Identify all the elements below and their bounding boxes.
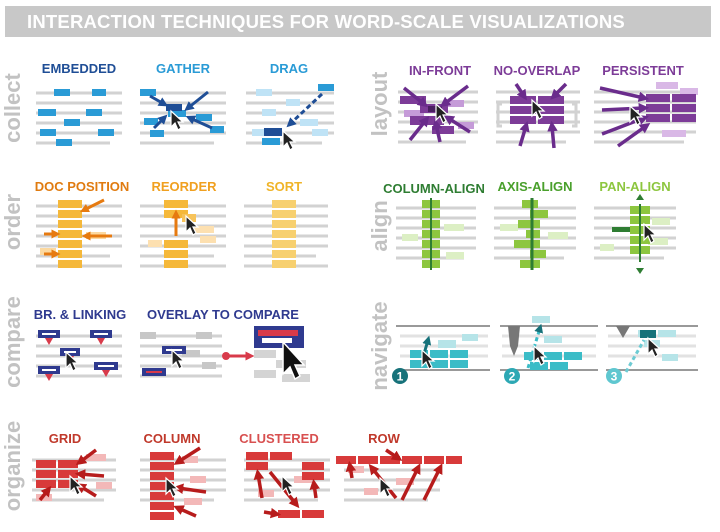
label-grid: GRID: [48, 431, 82, 446]
clustered-illustration: [244, 452, 330, 519]
label-reorder: REORDER: [151, 179, 217, 194]
row-illustration: [336, 448, 462, 502]
gather-illustration: [140, 89, 226, 145]
label-overlay-to-compare: OVERLAY TO COMPARE: [147, 307, 299, 322]
label-clustered: CLUSTERED: [239, 431, 319, 446]
label-in-front: IN-FRONT: [408, 63, 472, 78]
no-overlap-illustration: [496, 82, 580, 149]
drag-illustration: [246, 84, 334, 151]
label-column: COLUMN: [143, 431, 201, 446]
label-no-overlap: NO-OVERLAP: [493, 63, 581, 78]
embedded-illustration: [36, 89, 122, 146]
label-axis-align: AXIS-ALIGN: [497, 179, 573, 194]
column-illustration: [140, 446, 226, 520]
navigate-step-3: 3: [611, 370, 618, 384]
column-align-illustration: [396, 198, 476, 270]
navigate-step-2-illustration: 2: [500, 316, 598, 384]
grid-illustration: [32, 448, 116, 502]
label-pan-align: PAN-ALIGN: [599, 179, 671, 194]
title-banner: INTERACTION TECHNIQUES FOR WORD-SCALE VI…: [5, 6, 711, 37]
label-persistent: PERSISTENT: [602, 63, 684, 78]
pan-align-illustration: [594, 194, 676, 274]
navigate-step-2: 2: [509, 370, 516, 384]
navigate-step-3-illustration: 3: [606, 325, 698, 384]
label-row: ROW: [368, 431, 400, 446]
brushing-linking-illustration: [36, 330, 122, 381]
label-column-align: COLUMN-ALIGN: [383, 181, 485, 196]
reorder-illustration: [140, 200, 226, 268]
sort-illustration: [244, 200, 328, 268]
doc-position-illustration: [36, 198, 122, 268]
persistent-illustration: [594, 82, 698, 148]
axis-align-illustration: [494, 198, 576, 270]
label-sort: SORT: [265, 179, 303, 194]
label-drag: DRAG: [269, 61, 309, 76]
in-front-illustration: [398, 84, 478, 144]
page-title: INTERACTION TECHNIQUES FOR WORD-SCALE VI…: [27, 11, 625, 32]
navigate-step-1-illustration: 1: [392, 325, 490, 384]
label-doc-position: DOC POSITION: [34, 179, 130, 194]
overlay-to-compare-illustration: [140, 326, 310, 382]
label-brushing-linking: BR. & LINKING: [33, 307, 127, 322]
label-embedded: EMBEDDED: [41, 61, 117, 76]
navigate-step-1: 1: [397, 370, 404, 384]
label-gather: GATHER: [156, 61, 210, 76]
